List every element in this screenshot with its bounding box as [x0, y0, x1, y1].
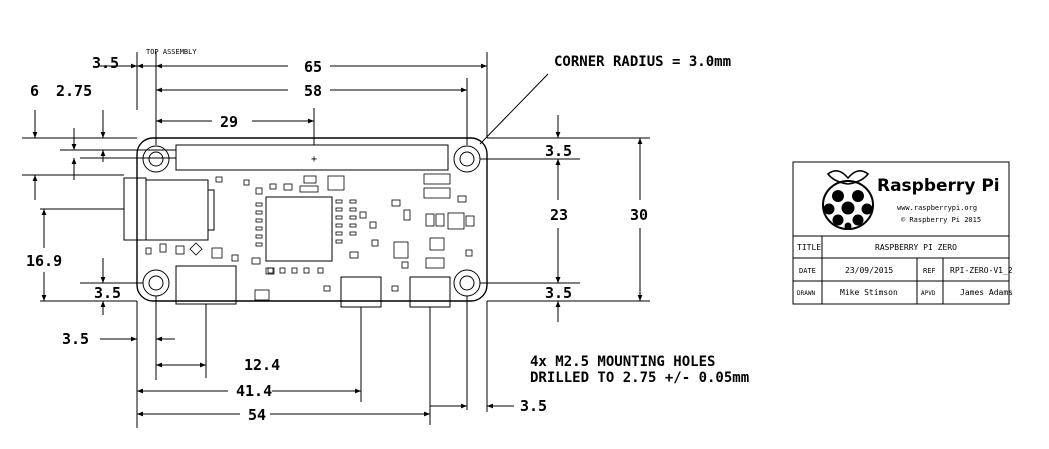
dim-usb-otg-41-4: 41.4 — [236, 382, 272, 400]
website: www.raspberrypi.org — [897, 204, 977, 212]
date-value: 23/09/2015 — [845, 266, 893, 275]
dim-right-top: 3.5 — [545, 142, 572, 160]
ref-label: REF — [923, 267, 936, 275]
small-components — [145, 173, 475, 301]
micro-usb-otg — [340, 276, 382, 308]
apvd-value: James Adams — [960, 288, 1013, 297]
holes-note-line1: 4x M2.5 MOUNTING HOLES — [530, 354, 715, 370]
corner-radius-leader — [479, 73, 549, 145]
copyright: © Raspberry Pi 2015 — [901, 216, 981, 224]
drawn-label: DRAWN — [797, 290, 815, 297]
dim-hole-spacing-y: 23 — [550, 206, 568, 224]
ref-value: RPI-ZERO-V1_2 — [950, 266, 1013, 275]
dim-hole-spacing-x: 58 — [304, 82, 322, 100]
date-label: DATE — [799, 267, 816, 275]
title-block — [792, 161, 1010, 305]
corner-radius-note: CORNER RADIUS = 3.0mm — [554, 54, 731, 70]
mounting-hole-bottom-right — [453, 269, 481, 297]
dim-edge-6: 6 — [30, 82, 39, 100]
drawn-value: Mike Stimson — [840, 288, 898, 297]
apvd-label: APVD — [921, 290, 936, 297]
mini-hdmi-connector — [175, 265, 237, 305]
dim-header-offset: 29 — [220, 113, 238, 131]
dim-overall-width: 65 — [304, 58, 322, 76]
holes-note-line2: DRILLED TO 2.75 +/- 0.05mm — [530, 370, 749, 386]
title-value: RASPBERRY PI ZERO — [875, 243, 957, 252]
mounting-hole-bottom-left — [142, 269, 170, 297]
brand-name: Raspberry Pi — [877, 176, 1000, 196]
dim-right-bottom: 3.5 — [545, 284, 572, 302]
dim-right-edge-3-5: 3.5 — [520, 397, 547, 415]
header-center-mark: + — [311, 154, 317, 165]
board-outline — [136, 137, 488, 302]
dim-edge-2-75: 2.75 — [56, 82, 92, 100]
dim-usb-54: 54 — [248, 406, 266, 424]
raspberry-logo — [822, 170, 874, 230]
dim-overall-height: 30 — [630, 206, 648, 224]
dim-left-hole-x: 3.5 — [62, 330, 89, 348]
view-label: TOP ASSEMBLY — [146, 48, 197, 56]
soc-pads — [255, 199, 357, 274]
mounting-hole-top-left — [142, 145, 170, 173]
dim-usb-pwr-12-4: 12.4 — [244, 356, 280, 374]
dim-edge-offset-top: 3.5 — [92, 54, 119, 72]
dim-height-16-9: 16.9 — [26, 252, 62, 270]
dim-left-hole-y: 3.5 — [94, 284, 121, 302]
soc-chip — [265, 196, 333, 262]
title-label: TITLE — [797, 243, 821, 252]
micro-usb-power — [409, 276, 451, 308]
mounting-hole-top-right — [453, 145, 481, 173]
